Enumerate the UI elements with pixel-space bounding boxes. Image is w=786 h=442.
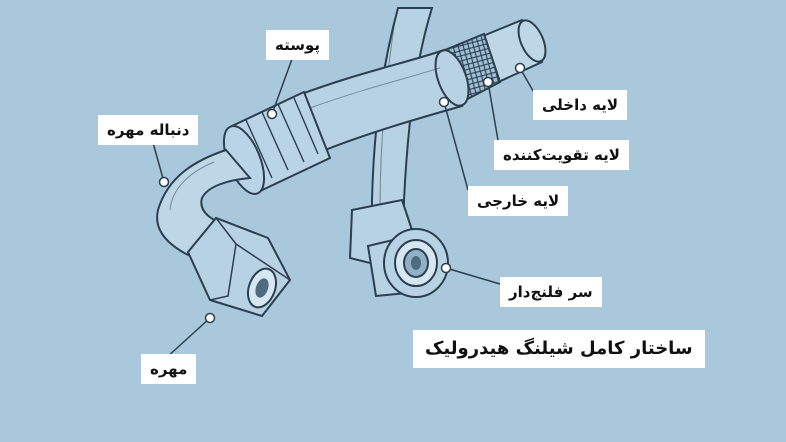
diagram-title: ساختار کامل شیلنگ هیدرولیک <box>413 330 705 368</box>
anchor-dots <box>158 62 526 324</box>
outer-layer-tube <box>294 48 470 154</box>
ferrule-shell <box>222 90 332 195</box>
hex-nut <box>186 216 292 318</box>
label-nut: مهره <box>141 354 197 384</box>
label-inner-layer: لایه داخلی <box>533 90 628 120</box>
flanged-fitting <box>348 198 449 298</box>
label-flanged-head: سر فلنج‌دار <box>500 277 602 307</box>
label-shell: پوسته <box>266 30 330 60</box>
label-outer-layer: لایه خارجی <box>468 186 569 216</box>
label-nut-tail: دنباله مهره <box>98 115 199 145</box>
label-reinforcement-layer: لایه تقویت‌کننده <box>494 140 629 170</box>
